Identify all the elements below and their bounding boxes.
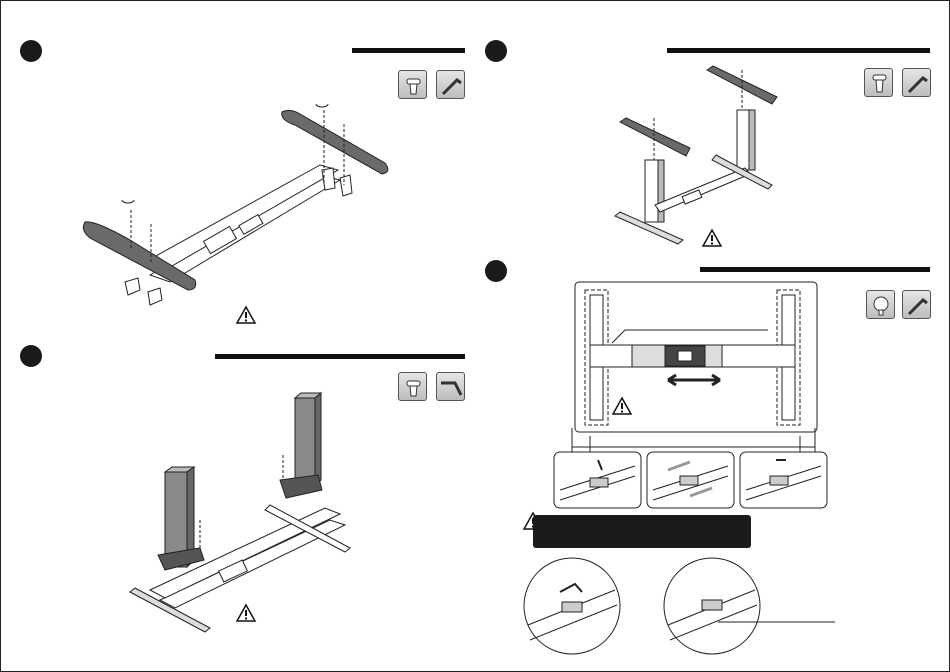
right-column bbox=[295, 398, 315, 486]
rotate-arrow-icon bbox=[316, 104, 328, 107]
double-arrow-icon bbox=[668, 375, 720, 385]
zoom-details bbox=[524, 558, 835, 654]
right-column bbox=[737, 110, 749, 170]
step1-illustration bbox=[83, 104, 388, 305]
left-column bbox=[645, 160, 658, 222]
step4-illustration bbox=[572, 282, 817, 452]
step2-illustration bbox=[130, 393, 350, 632]
warning-icon bbox=[613, 398, 631, 414]
rotate-arrow-icon bbox=[122, 200, 134, 203]
step3-illustration bbox=[615, 66, 777, 244]
warning-icon bbox=[703, 230, 721, 246]
left-top-bracket bbox=[620, 118, 690, 156]
warning-note-panel bbox=[533, 515, 751, 548]
right-foot bbox=[282, 110, 388, 174]
warning-icon bbox=[237, 307, 255, 323]
detail-panels bbox=[554, 452, 827, 508]
warning-icon bbox=[237, 605, 255, 621]
